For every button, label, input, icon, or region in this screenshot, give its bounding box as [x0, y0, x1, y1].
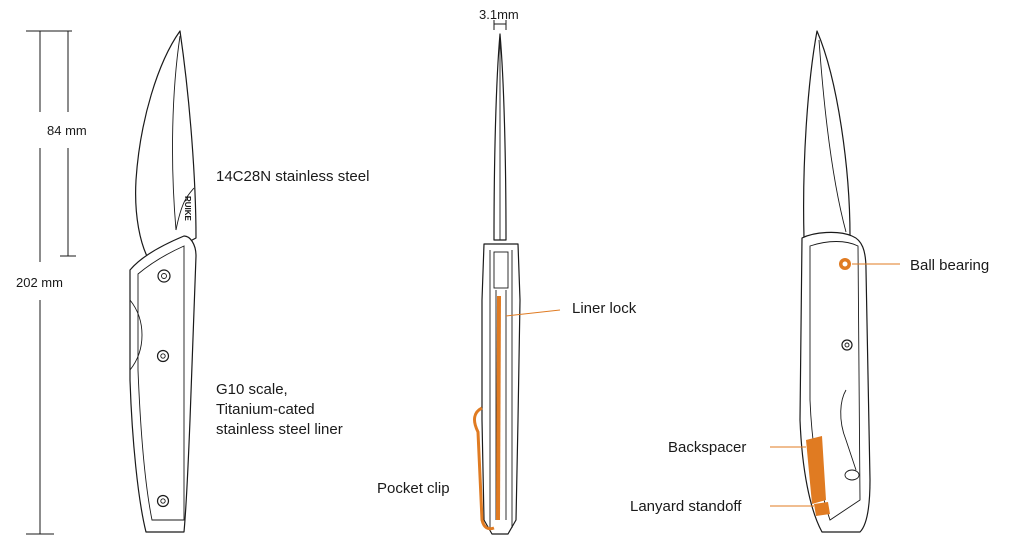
blade-front: [135, 30, 197, 263]
liner-lock-accent: [496, 296, 501, 520]
knife-back-view: [799, 30, 871, 533]
pocket-clip-accent: [473, 406, 495, 531]
handle-label-line3: stainless steel liner: [216, 421, 343, 438]
overall-length-label: 202 mm: [16, 275, 63, 290]
backspacer-accent: [806, 436, 826, 504]
blade-mark: RUIKE: [183, 196, 192, 222]
handle-spine: [481, 243, 521, 535]
backspacer-label: Backspacer: [668, 439, 746, 456]
liner-lock-leader: [505, 309, 561, 317]
liner-lock-label: Liner lock: [572, 300, 637, 317]
lanyard-standoff-label: Lanyard standoff: [630, 498, 742, 515]
handle-screw: [156, 349, 170, 363]
blade-length-label: 84 mm: [47, 123, 87, 138]
steel-label: 14C28N stainless steel: [216, 168, 369, 185]
lanyard-standoff-accent: [814, 502, 830, 516]
handle-front: [129, 235, 197, 533]
butt-screw: [156, 494, 170, 508]
handle-label-line2: Titanium-cated: [216, 401, 315, 418]
ball-bearing-label: Ball bearing: [910, 257, 989, 274]
handle-label-line1: G10 scale,: [216, 381, 288, 398]
pocket-clip-label: Pocket clip: [377, 480, 450, 497]
dimension-lines: [26, 30, 76, 535]
knife-spine-view: [473, 20, 521, 535]
blade-thickness-label: 3.1mm: [479, 7, 519, 22]
knife-front-view: RUIKE: [129, 30, 197, 533]
pivot-screw: [157, 269, 171, 283]
handle-screw-back: [841, 339, 853, 351]
blade-back: [803, 30, 851, 239]
